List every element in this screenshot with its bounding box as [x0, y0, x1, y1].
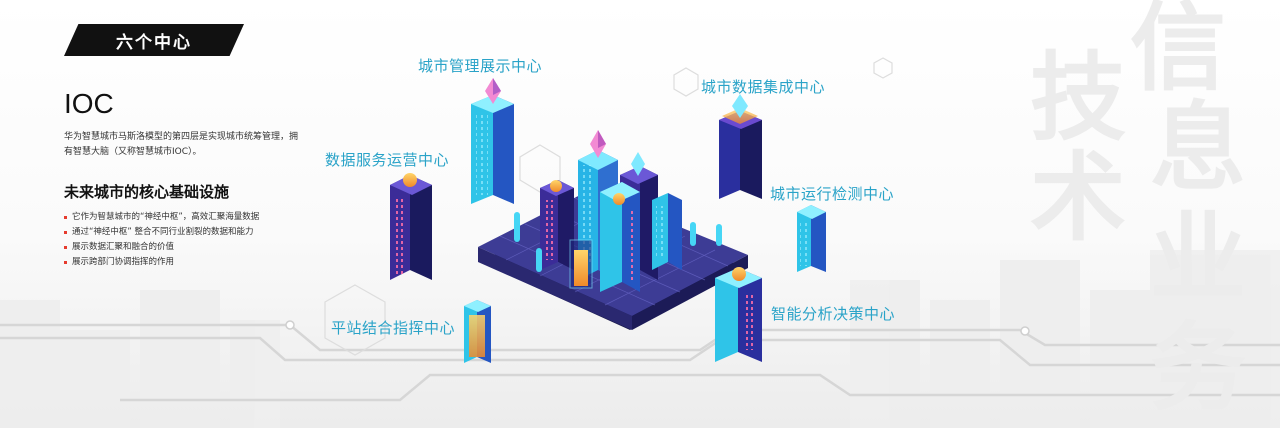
- section-badge: 六个中心: [64, 24, 244, 56]
- label-data-integration-center: 城市数据集成中心: [701, 78, 826, 96]
- platform-buildings: [514, 130, 722, 292]
- building-data-integration: [719, 94, 762, 199]
- page-title: IOC: [64, 88, 114, 119]
- watermark-char: 息: [1150, 92, 1246, 204]
- label-intelligent-analysis-center: 智能分析决策中心: [771, 305, 896, 323]
- building-intelligent-analysis: [715, 267, 762, 362]
- watermark-char: 信: [1130, 0, 1226, 104]
- intro-description: 华为智慧城市马斯洛模型的第四层是实现城市统筹管理，拥有智慧大脑（又称智慧城市IO…: [64, 132, 299, 157]
- watermark-char: 业: [1150, 202, 1246, 314]
- building-city-monitoring: [797, 205, 826, 272]
- building-data-service: [390, 173, 432, 280]
- label-command-center: 平站结合指挥中心: [331, 319, 456, 337]
- building-city-management: [471, 78, 514, 204]
- platform-base: [480, 205, 745, 330]
- features-title: 未来城市的核心基础设施: [64, 183, 230, 201]
- watermark-char: 技: [1030, 42, 1126, 154]
- list-item: 它作为智慧城市的“神经中枢”，高效汇聚海量数据: [64, 210, 259, 225]
- list-item: 通过“神经中枢” 整合不同行业割裂的数据和能力: [64, 225, 259, 240]
- list-item: 展示跨部门协调指挥的作用: [64, 255, 259, 270]
- watermark-char: 术: [1030, 142, 1126, 254]
- watermark-char: 务: [1150, 312, 1246, 424]
- feature-list: 它作为智慧城市的“神经中枢”，高效汇聚海量数据 通过“神经中枢” 整合不同行业割…: [64, 210, 259, 270]
- building-command: [464, 300, 491, 363]
- label-data-service-center: 数据服务运营中心: [325, 151, 450, 169]
- label-city-management-center: 城市管理展示中心: [418, 57, 543, 75]
- label-city-monitoring-center: 城市运行检测中心: [770, 185, 895, 203]
- list-item: 展示数据汇聚和融合的价值: [64, 240, 259, 255]
